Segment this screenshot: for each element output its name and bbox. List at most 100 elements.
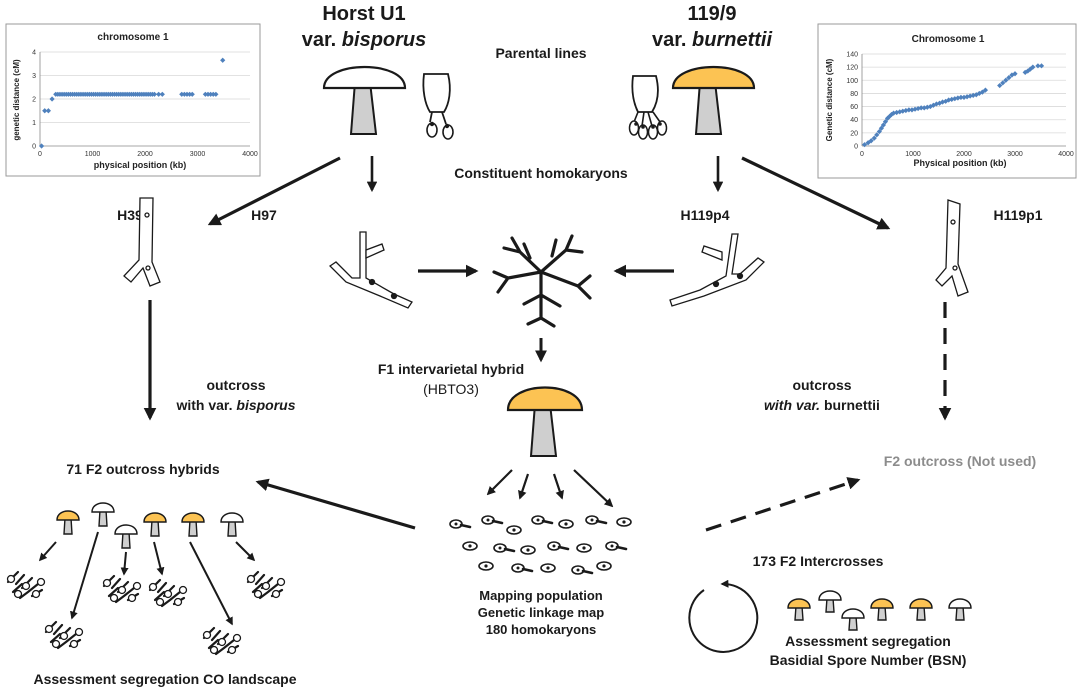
data-point [927,103,933,110]
chart-right-ylabel: Genetic distance (cM) [825,58,834,141]
hypha-h119p4-icon [669,233,766,307]
data-point [871,135,877,141]
data-point [876,128,882,135]
data-point [976,90,982,97]
h39-label: H39 [117,207,143,223]
data-point [897,109,903,115]
cycle-arrow-icon [688,579,759,653]
f2-outcross-hybrids-label: 71 F2 outcross hybrids [66,461,219,477]
h119p4-label: H119p4 [680,207,729,223]
data-point [151,91,158,97]
x-tick-label: 1000 [85,151,101,158]
mushroom-f1-icon [506,386,584,457]
outcross-left-with: with var. bisporus [175,397,295,413]
data-point [903,107,909,114]
y-tick-label: 0 [32,144,36,151]
data-point [1006,75,1012,81]
assessment-bsn-label-2: Basidial Spore Number (BSN) [770,652,967,668]
data-point [906,107,912,113]
y-tick-label: 0 [854,144,858,151]
data-point [880,122,887,128]
data-point [184,91,190,97]
hypha-h97-icon [328,231,413,309]
data-point [909,107,915,113]
data-point [49,96,55,102]
y-tick-label: 60 [850,104,858,111]
data-point [979,89,985,95]
y-tick-label: 80 [850,91,858,98]
data-point [159,91,165,97]
x-tick-label: 2000 [956,151,972,158]
x-tick-label: 0 [860,151,864,158]
x-tick-label: 4000 [242,151,258,158]
y-tick-label: 140 [846,52,858,59]
y-tick-label: 4 [32,50,36,57]
b119-title: 119/9 [688,3,737,25]
mapping-population-label: Mapping population [479,588,603,603]
spore-cluster-icon [148,578,188,608]
data-point [958,94,964,100]
data-point [187,91,193,97]
data-point [210,91,216,97]
data-point [1038,63,1045,69]
y-tick-label: 2 [32,97,36,104]
assessment-co-label: Assessment segregation CO landscape [34,671,297,687]
x-tick-label: 0 [38,151,42,158]
intercross-mushrooms [787,590,972,631]
data-point [1035,63,1041,69]
mushroom-burnettii-icon [671,65,756,135]
mycelium-hybrid-icon [492,234,592,328]
f2-outcross-mushrooms [56,502,244,549]
data-point [213,91,219,97]
hypha-h119p1-icon [935,199,969,297]
x-tick-label: 3000 [1007,151,1023,158]
f2-outcross-arrows [38,531,256,626]
horst-var: var. bisporus [302,29,427,51]
basidium-two-spore-icon [422,73,454,140]
parental-lines-label: Parental lines [495,45,586,61]
outcross-left-label: outcross [206,377,265,393]
y-tick-label: 120 [846,65,858,72]
data-point [179,91,185,97]
genetic-linkage-map-label: Genetic linkage map [478,605,604,620]
data-point [1000,80,1006,86]
f2-not-used-label: F2 outcross (Not used) [884,453,1036,469]
data-point [874,132,880,138]
x-tick-label: 4000 [1058,151,1074,158]
y-tick-label: 1 [32,120,36,127]
data-point [982,87,989,93]
b119-var: var. burnettii [652,29,772,51]
y-tick-label: 40 [850,117,858,124]
intercrosses-label: 173 F2 Intercrosses [753,553,884,569]
h119p1-label: H119p1 [993,207,1042,223]
data-point [882,119,889,125]
f1-hybrid-label: F1 intervarietal hybrid [378,361,524,377]
data-point [1003,77,1009,83]
data-point [220,57,226,63]
data-point [45,108,51,114]
data-point [933,101,940,107]
data-point [973,92,979,98]
horst-title: Horst U1 [322,3,405,25]
spore-cluster-icon [246,570,286,600]
x-tick-label: 2000 [137,151,153,158]
data-point [208,91,214,97]
hypha-h39-icon [123,197,161,287]
outcross-right-with: with var. burnettii [764,397,880,413]
data-point [861,142,868,148]
mushroom-horst-icon [322,65,407,135]
x-tick-label: 1000 [905,151,921,158]
data-point [1012,71,1018,77]
y-tick-label: 100 [846,78,858,85]
chart-right-title: Chromosome 1 [912,34,985,45]
spore-cluster-icon [202,626,242,656]
constituent-homokaryons-label: Constituent homokaryons [454,165,628,181]
data-point [181,91,187,97]
data-point [1030,64,1036,70]
mapping-population-spores [448,514,632,576]
data-point [952,96,958,102]
data-point [967,93,973,99]
f1-hybrid-code: (HBTO3) [423,381,479,397]
